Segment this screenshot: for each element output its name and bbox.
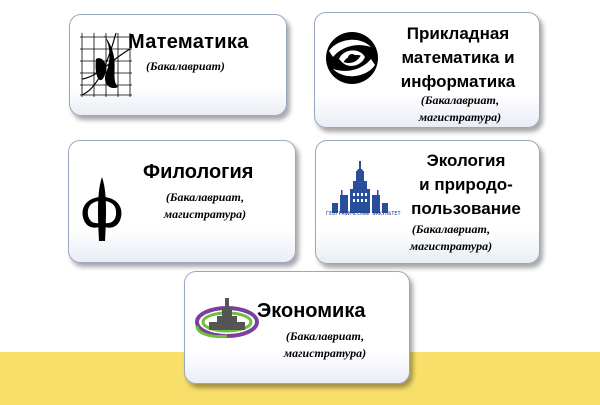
program-card-ecology[interactable]: ГЕОГРАФИЧЕСКИЙ ФАКУЛЬТЕТ Экология и прир…	[315, 140, 540, 264]
card-title: Математика	[128, 31, 249, 53]
card-title: Экология и природо- пользование	[411, 151, 521, 218]
card-subtitle: (Бакалавриат, магистратура)	[418, 93, 502, 124]
card-subtitle: (Бакалавриат, магистратура)	[409, 222, 493, 253]
program-card-applied-math-informatics[interactable]: Прикладная математика и информатика (Бак…	[314, 12, 540, 128]
logo-caption: ГЕОГРАФИЧЕСКИЙ ФАКУЛЬТЕТ	[326, 211, 401, 217]
msu-building-logo-icon: ГЕОГРАФИЧЕСКИЙ ФАКУЛЬТЕТ	[326, 151, 401, 223]
card-subtitle: (Бакалавриат, магистратура)	[283, 329, 367, 360]
economics-logo-icon	[193, 294, 261, 344]
math-logo-icon	[76, 29, 136, 99]
card-title: Экономика	[257, 300, 366, 322]
phi-logo-icon	[79, 175, 125, 243]
program-card-philology[interactable]: Филология (Бакалавриат, магистратура)	[68, 140, 296, 263]
program-card-mathematics[interactable]: Математика (Бакалавриат)	[69, 14, 287, 116]
card-subtitle: (Бакалавриат, магистратура)	[163, 190, 247, 221]
program-card-economics[interactable]: Экономика (Бакалавриат, магистратура)	[184, 271, 410, 384]
swirl-logo-icon	[319, 29, 385, 87]
card-title: Филология	[143, 161, 254, 183]
card-subtitle: (Бакалавриат)	[146, 59, 225, 73]
card-title: Прикладная математика и информатика	[400, 24, 516, 91]
